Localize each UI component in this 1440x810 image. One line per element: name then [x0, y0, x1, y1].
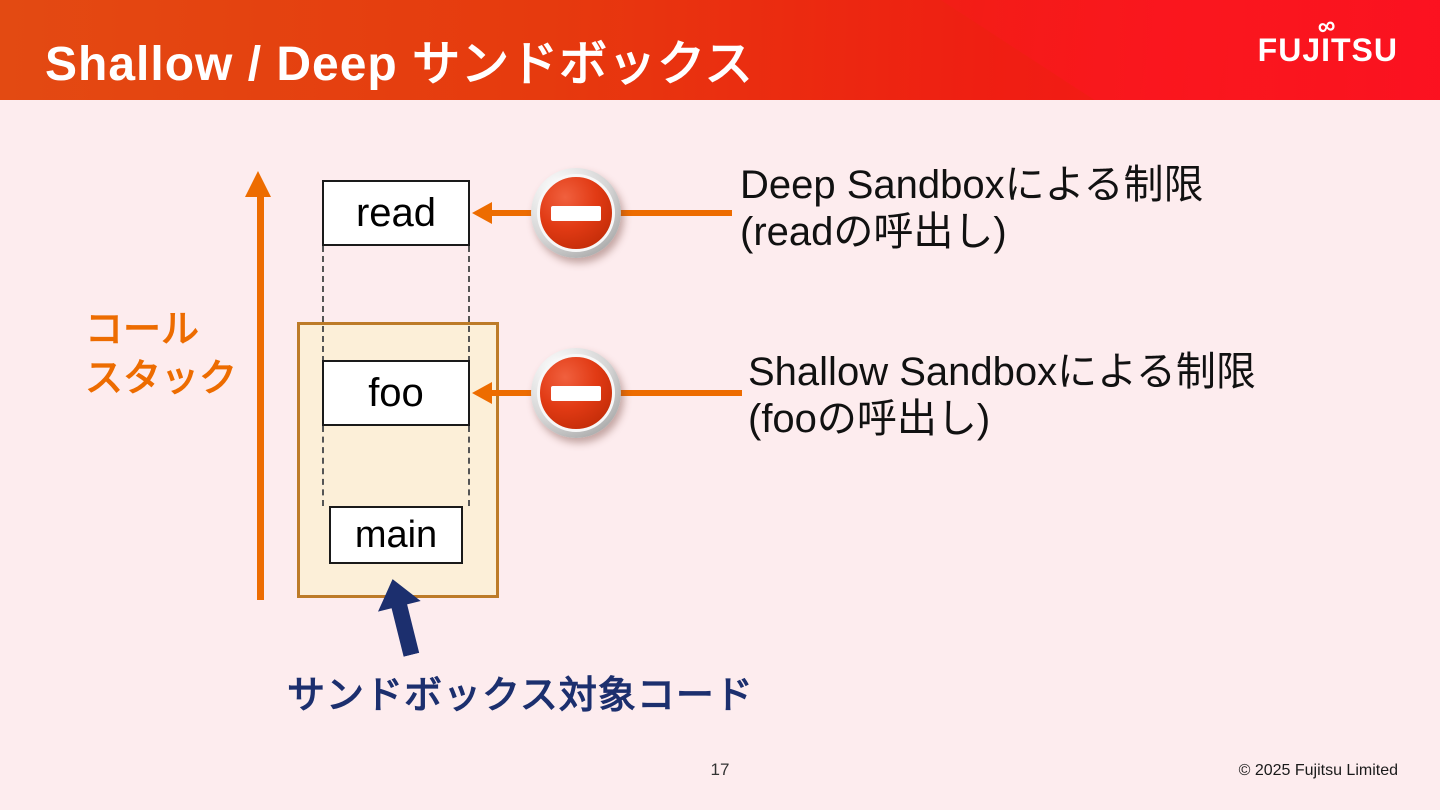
arrow-shaft-shallow — [490, 390, 534, 396]
fujitsu-logo: ∞ FUJITSU — [1257, 10, 1398, 69]
no-entry-icon-deep — [531, 168, 621, 258]
header-bar: Shallow / Deep サンドボックス ∞ FUJITSU — [0, 0, 1440, 100]
stack-frame-main: main — [329, 506, 463, 564]
stack-frame-read: read — [322, 180, 470, 246]
page-title: Shallow / Deep サンドボックス — [45, 38, 754, 91]
shallow-restriction-line1: Shallow Sandboxによる制限 — [748, 350, 1256, 394]
fujitsu-logo-text: FUJITSU — [1257, 32, 1398, 68]
shallow-restriction-line2: (fooの呼出し) — [748, 397, 991, 442]
deep-restriction-text: Deep Sandboxによる制限 (readの呼出し) — [740, 162, 1203, 256]
sandbox-caption: サンドボックス対象コード — [287, 675, 754, 717]
page-number: 17 — [710, 760, 730, 779]
call-stack-label-line2: スタック — [85, 358, 238, 401]
dashed-connector-foo-main — [322, 426, 470, 506]
stack-frame-foo: foo — [322, 360, 470, 426]
call-stack-label: コール スタック — [85, 306, 237, 405]
copyright: © 2025 Fujitsu Limited — [1238, 762, 1398, 779]
call-stack-arrow-up-icon — [245, 171, 271, 600]
arrow-shaft-deep — [490, 210, 534, 216]
no-entry-disc-deep — [537, 174, 615, 252]
deep-restriction-line1: Deep Sandboxによる制限 — [740, 163, 1204, 207]
no-entry-disc-shallow — [537, 354, 615, 432]
connector-line-shallow — [618, 390, 742, 396]
arrow-left-icon-deep — [472, 202, 492, 224]
dashed-connector-read-foo — [322, 246, 470, 362]
sandbox-pointer-arrow-up-icon — [377, 579, 421, 657]
arrow-left-icon-shallow — [472, 382, 492, 404]
no-entry-icon-shallow — [531, 348, 621, 438]
connector-line-deep — [618, 210, 732, 216]
no-entry-bar-deep — [551, 205, 601, 221]
call-stack-label-line1: コール — [85, 309, 200, 351]
deep-restriction-line2: (readの呼出し) — [740, 210, 1007, 255]
shallow-restriction-text: Shallow Sandboxによる制限 (fooの呼出し) — [748, 349, 1256, 443]
no-entry-bar-shallow — [551, 385, 601, 401]
